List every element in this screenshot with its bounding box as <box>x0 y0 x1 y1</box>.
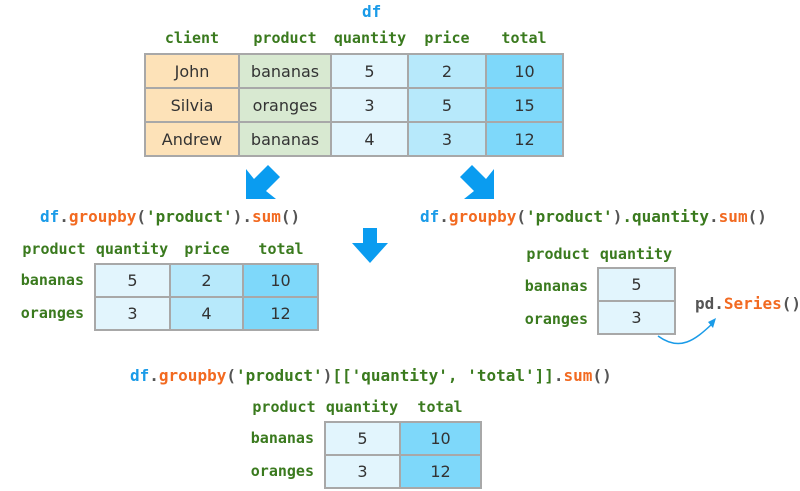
cell: 4 <box>330 121 409 157</box>
left-code: df.groupby('product').sum() <box>40 207 301 226</box>
series-note: pd.Series() <box>695 294 800 313</box>
index-label: bananas <box>524 277 588 295</box>
cell: 12 <box>399 454 482 489</box>
cell: 5 <box>324 421 401 456</box>
bottom-code: df.groupby('product')[['quantity', 'tota… <box>130 366 612 385</box>
arrow-head-icon <box>708 318 716 328</box>
cell: 5 <box>407 87 487 123</box>
cell: John <box>144 53 240 89</box>
arrow-down-left-icon <box>246 165 280 199</box>
index-label: oranges <box>524 310 588 328</box>
cell: 3 <box>597 300 676 335</box>
index-label: oranges <box>250 462 314 480</box>
arrow-down-icon <box>352 228 388 263</box>
index-label: bananas <box>20 271 84 289</box>
cell: bananas <box>238 121 332 157</box>
right-series-table: 5 3 <box>597 267 676 335</box>
df-title: df <box>362 2 382 21</box>
cell: Silvia <box>144 87 240 123</box>
cell: 5 <box>94 263 171 298</box>
index-header: product <box>252 398 316 416</box>
cell: 5 <box>330 53 409 89</box>
col-header: quantity <box>95 240 169 258</box>
col-header: quantity <box>333 29 407 47</box>
cell: 10 <box>242 263 319 298</box>
arrow-down-right-icon <box>460 165 494 199</box>
index-header: product <box>526 245 590 263</box>
col-header: price <box>424 29 470 47</box>
col-header: quantity <box>599 245 673 263</box>
cell: 5 <box>597 267 676 302</box>
col-header: total <box>258 240 304 258</box>
col-header: total <box>417 398 463 416</box>
cell: 12 <box>485 121 564 157</box>
index-label: oranges <box>20 304 84 322</box>
cell: bananas <box>238 53 332 89</box>
cell: 10 <box>399 421 482 456</box>
cell: 12 <box>242 296 319 331</box>
index-header: product <box>22 240 86 258</box>
table-row: 5 <box>597 267 676 302</box>
cell: Andrew <box>144 121 240 157</box>
cell: 3 <box>324 454 401 489</box>
cell: 10 <box>485 53 564 89</box>
cell: 4 <box>169 296 244 331</box>
cell: oranges <box>238 87 332 123</box>
cell: 15 <box>485 87 564 123</box>
col-header: price <box>184 240 230 258</box>
cell: 3 <box>330 87 409 123</box>
col-header: client <box>164 29 220 47</box>
table-row: 3 <box>597 300 676 335</box>
curved-arrow-icon <box>657 323 713 345</box>
col-header: total <box>501 29 547 47</box>
index-label: bananas <box>250 429 314 447</box>
cell: 2 <box>407 53 487 89</box>
col-header: product <box>253 29 317 47</box>
cell: 3 <box>407 121 487 157</box>
col-header: quantity <box>325 398 399 416</box>
cell: 2 <box>169 263 244 298</box>
cell: 3 <box>94 296 171 331</box>
right-code: df.groupby('product').quantity.sum() <box>420 207 767 226</box>
